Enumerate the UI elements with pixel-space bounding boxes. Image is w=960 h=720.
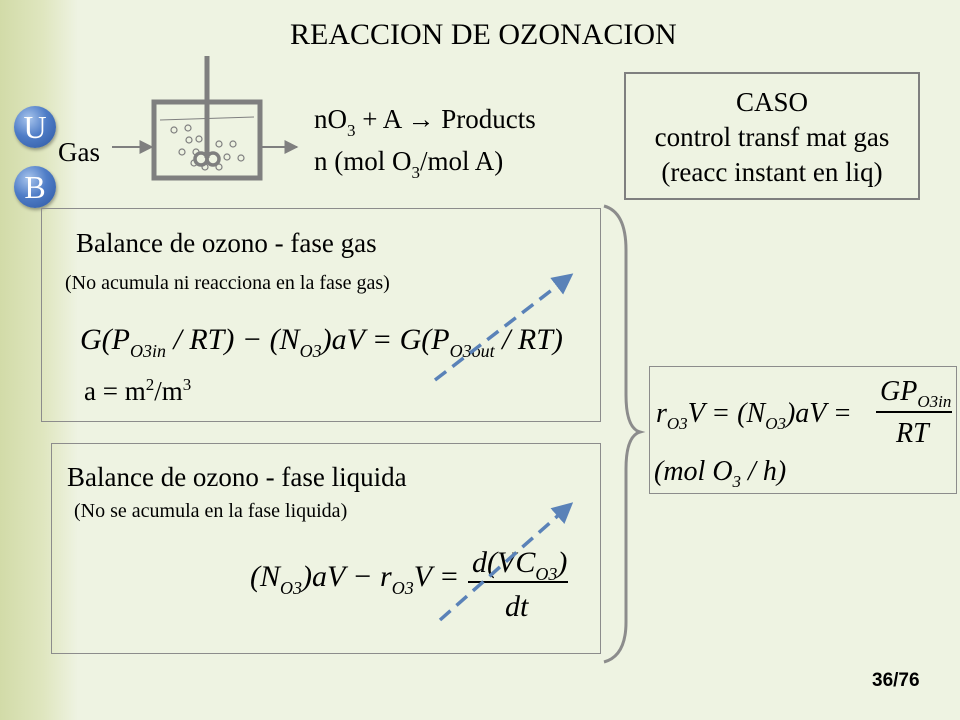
stirrer-blade-left — [193, 151, 209, 167]
gas-balance-equation: G(PO3in / RT) − (NO3)aV = G(PO3out / RT) — [80, 323, 563, 361]
gas-label: Gas — [58, 137, 100, 167]
gas-phase-box — [41, 208, 601, 422]
stirrer-blade-right — [205, 151, 221, 167]
gas-bubbles — [170, 124, 245, 171]
caso-line-1: CASO — [735, 87, 809, 117]
svg-text:G(PO3in / RT) − (NO3)aV = G(PO: G(PO3in / RT) − (NO3)aV = G(PO3out / RT) — [80, 323, 563, 361]
liquid-phase-box — [51, 443, 601, 654]
slide-title: REACCION DE OZONACION — [290, 18, 677, 51]
svg-text:d(VCO3): d(VCO3) — [472, 546, 567, 584]
caso-box: CASO control transf mat gas (reacc insta… — [624, 72, 920, 200]
reactor-vessel — [151, 99, 263, 181]
interfacial-area-unit: a = m2/m3 — [84, 375, 192, 406]
caso-line-2: control transf mat gas — [654, 122, 890, 152]
caso-line-3: (reacc instant en liq) — [661, 157, 883, 187]
svg-text:nO3 + A → Products: nO3 + A → Products — [314, 104, 536, 140]
gas-phase-heading: Balance de ozono - fase gas — [76, 228, 377, 258]
page-number: 36/76 — [872, 670, 920, 691]
liquid-phase-note: (No se acumula en la fase liquida) — [74, 500, 348, 522]
rate-equation-box — [649, 366, 957, 494]
svg-text:rO3V = (NO3)aV =: rO3V = (NO3)aV = — [656, 398, 852, 433]
svg-text:dt: dt — [505, 590, 529, 623]
gas-phase-note: (No acumula ni reacciona en la fase gas) — [65, 272, 390, 294]
badge-u: U — [14, 106, 56, 148]
svg-text:GPO3in: GPO3in — [880, 376, 951, 411]
rate-equation: rO3V = (NO3)aV = GPO3in RT (mol O3 / h) — [654, 376, 952, 491]
liquid-phase-heading: Balance de ozono - fase liquida — [67, 462, 407, 492]
svg-text:(mol O3 / h): (mol O3 / h) — [654, 456, 786, 491]
svg-text:n (mol O3/mol A): n (mol O3/mol A) — [314, 146, 503, 182]
reaction-equation-2: n (mol O3/mol A) — [314, 146, 503, 182]
svg-text:(NO3)aV − rO3V =: (NO3)aV − rO3V = — [250, 560, 459, 598]
reaction-equation-1: nO3 + A → Products — [314, 104, 536, 140]
liquid-balance-equation: (NO3)aV − rO3V = d(VCO3) dt — [250, 546, 568, 623]
svg-text:RT: RT — [895, 418, 931, 449]
liquid-level — [159, 116, 255, 121]
badge-b: B — [14, 166, 56, 208]
